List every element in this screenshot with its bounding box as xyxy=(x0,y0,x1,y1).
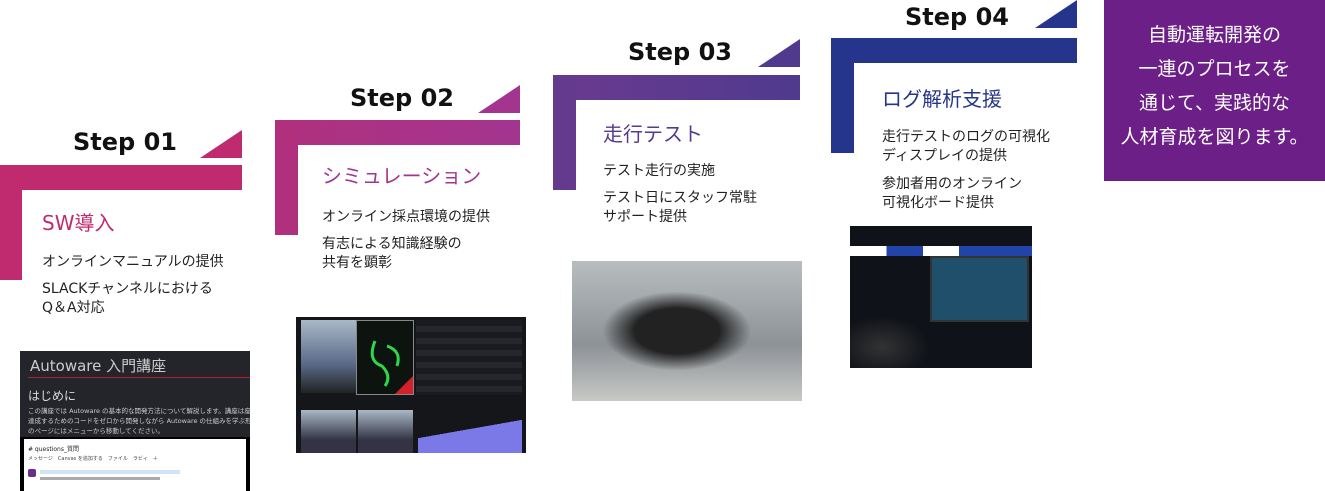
step-02-item: オンライン採点環境の提供 xyxy=(322,209,490,225)
step-01-label: Step 01 xyxy=(73,128,177,156)
summary-line: 一連のプロセスを xyxy=(1138,58,1291,80)
step-03-arrow-icon xyxy=(758,39,800,67)
operator xyxy=(850,316,930,368)
slack-tabs: メッセージ Canvas を追加する ファイル ラビィ ＋ xyxy=(28,456,158,462)
camera-view xyxy=(301,320,356,393)
track-map xyxy=(356,320,414,395)
track-barrier xyxy=(850,246,1032,256)
step-02-bracket-top xyxy=(275,120,520,145)
log-display-photo xyxy=(850,226,1032,368)
step-04-bracket-top xyxy=(831,38,1077,63)
step-03-item: テスト走行の実施 xyxy=(603,163,715,179)
manual-text: この講座では Autoware の基本的な開発方法について解説します。講座は座学… xyxy=(28,407,250,435)
step-04-label: Step 04 xyxy=(905,3,1009,31)
camera-view xyxy=(358,410,413,453)
step-03-label: Step 03 xyxy=(628,38,732,66)
step-04-title: ログ解析支援 xyxy=(882,87,1002,111)
divider xyxy=(28,377,250,378)
slack-channel: # questions_質問 xyxy=(28,446,79,453)
camera-view xyxy=(301,410,356,453)
step-04-item: 走行テストのログの可視化 ディスプレイの提供 xyxy=(882,129,1050,164)
summary-box: 自動運転開発の 一連のプロセスを 通じて、実践的な 人材育成を図ります。 xyxy=(1104,0,1325,181)
summary-line: 人材育成を図ります。 xyxy=(1120,126,1309,148)
manual-screenshot: Autoware 入門講座 はじめに この講座では Autoware の基本的な… xyxy=(20,351,250,441)
manual-heading: はじめに xyxy=(28,389,77,403)
step-03-bracket-top xyxy=(553,75,800,100)
step-02-arrow-icon xyxy=(478,85,520,113)
step-04-item: 参加者用のオンライン 可視化ボード提供 xyxy=(882,176,1022,211)
submission-graph xyxy=(418,405,522,453)
mentions xyxy=(40,470,180,474)
ranking-table xyxy=(416,320,522,395)
step-04-arrow-icon xyxy=(1035,0,1077,28)
step-02-item: 有志による知識経験の 共有を顕彰 xyxy=(322,236,462,271)
step-03-title: 走行テスト xyxy=(603,122,703,146)
step-02-label: Step 02 xyxy=(350,84,454,112)
step-01-arrow-icon xyxy=(200,130,242,158)
avatar xyxy=(28,469,36,477)
step-04-bracket-side xyxy=(831,38,854,153)
step-01-item: オンラインマニュアルの提供 xyxy=(42,254,224,270)
step-01-bracket-side xyxy=(0,165,22,280)
step-02-title: シミュレーション xyxy=(322,164,482,188)
people-cart xyxy=(602,291,752,371)
slack-screenshot: # questions_質問 メッセージ Canvas を追加する ファイル ラ… xyxy=(20,437,250,491)
step-03-bracket-side xyxy=(553,75,576,190)
driving-test-photo xyxy=(572,261,802,401)
summary-line: 自動運転開発の xyxy=(1147,24,1281,46)
display-screen xyxy=(930,256,1029,322)
message-text xyxy=(40,477,160,480)
simulation-screenshot xyxy=(296,317,526,453)
step-01-bracket-top xyxy=(0,165,242,190)
manual-title: Autoware 入門講座 xyxy=(30,357,167,375)
summary-line: 通じて、実践的な xyxy=(1138,92,1291,114)
step-01-item: SLACKチャンネルにおける Q＆A対応 xyxy=(42,281,213,316)
step-01-title: SW導入 xyxy=(42,211,115,235)
step-03-item: テスト日にスタッフ常駐 サポート提供 xyxy=(603,190,757,225)
step-02-bracket-side xyxy=(275,120,298,235)
